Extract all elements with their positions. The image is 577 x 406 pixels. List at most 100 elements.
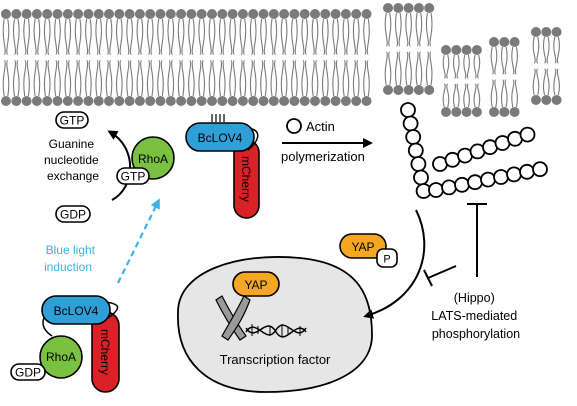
lipid: [21, 9, 32, 106]
actin-bead: [441, 179, 457, 196]
actin-monomer-icon: [286, 118, 302, 134]
lipid: [541, 27, 552, 105]
rhoa-circle-bottom: [39, 335, 83, 379]
actin-bead: [493, 169, 509, 185]
lipid: [551, 27, 562, 105]
lipid: [217, 9, 228, 106]
lipid: [489, 37, 499, 117]
bclov4-capsule-bottom: [41, 295, 111, 325]
yap-nucleus-capsule: [232, 271, 280, 297]
cell-membrane-bilayer: [1, 3, 562, 117]
cytosolic-complex: mCherry BcLOV4 RhoA GDP: [10, 295, 120, 393]
lipid: [155, 9, 166, 106]
gdp-pill-mid: GDP: [55, 205, 91, 223]
lipid: [11, 9, 22, 106]
actin-bead: [402, 115, 419, 132]
lipid: [52, 9, 63, 106]
lipid: [351, 9, 362, 106]
actin-bead: [413, 169, 429, 186]
lats-inhibits-yap-entry: [423, 265, 457, 287]
gdp-label-bottom: GDP: [15, 366, 41, 380]
lipid: [186, 9, 197, 106]
lipid: [461, 45, 472, 117]
lipid: [310, 9, 320, 106]
lats-phosphorylation-label: (Hippo) LATS-mediated phosphorylation: [431, 291, 520, 341]
lipid: [237, 9, 248, 106]
phospho-tag: [376, 248, 398, 268]
actin-bead: [410, 156, 427, 172]
actin-inhibits-lats: [467, 203, 487, 277]
lipid: [124, 9, 135, 106]
lipid: [451, 45, 462, 117]
lipid: [320, 9, 331, 106]
lipid: [268, 9, 279, 106]
bclov4-capsule-top: [185, 122, 255, 152]
lipid: [1, 9, 11, 106]
actin-bead: [405, 129, 422, 145]
lipid: [330, 9, 341, 106]
actin-bead: [532, 161, 548, 178]
transcription-factor-label: Transcription factor: [220, 352, 331, 367]
phospho-label: P: [383, 254, 390, 266]
yap-cyto-label: YAP: [351, 240, 374, 254]
lipid: [93, 9, 104, 106]
gtp-label-bound: GTP: [121, 170, 146, 184]
lipid: [383, 3, 393, 95]
exchange-arrow: [107, 130, 132, 201]
polymerization-label: polymerization: [281, 149, 365, 164]
actin-bead: [400, 102, 416, 118]
lipid: [361, 9, 372, 106]
lipid: [227, 9, 238, 106]
actin-bead: [519, 126, 536, 143]
mcherry-label-top: mCherry: [239, 156, 253, 202]
membrane-bound-complex: mCherry RhoA GTP BcLOV4: [116, 114, 260, 219]
gdp-label-mid: GDP: [60, 208, 86, 222]
lipid: [207, 9, 217, 106]
lipid: [31, 9, 42, 106]
mcherry-label-bottom: mCherry: [98, 329, 112, 375]
actin-to-nucleus-arrow: [363, 209, 426, 319]
lipid: [441, 45, 451, 117]
guanine-exchange-label: Guanine nucleotide exchange: [44, 137, 102, 183]
rhoa-label-bottom: RhoA: [46, 350, 76, 364]
lipid: [499, 37, 510, 117]
actin-bead: [480, 171, 496, 188]
lipid: [134, 9, 145, 106]
lipid: [114, 9, 125, 106]
lipid: [196, 9, 207, 106]
gtp-label-top: GTP: [60, 114, 85, 128]
lipid: [104, 9, 114, 106]
actin-bead: [428, 182, 444, 198]
rhoa-label-top: RhoA: [138, 152, 168, 166]
lipid: [393, 3, 404, 95]
yap-cyto-capsule: [339, 233, 387, 259]
bclov4-label-top: BcLOV4: [198, 131, 243, 145]
gdp-pill-bottom: [10, 363, 46, 381]
actin-label: Actin: [306, 119, 335, 134]
lipid: [165, 9, 176, 106]
lipid: [413, 3, 424, 95]
lipid: [424, 3, 435, 95]
actin-filament: [400, 102, 548, 199]
lipid: [279, 9, 290, 106]
actin-bead: [467, 174, 483, 191]
bclov4-label-bottom: BcLOV4: [54, 304, 99, 318]
lipid: [176, 9, 187, 106]
lipid: [289, 9, 300, 106]
blue-light-label: Blue light induction: [44, 243, 98, 274]
actin-bead: [407, 142, 424, 159]
lipid: [145, 9, 156, 106]
gtp-pill-bound: [116, 167, 150, 185]
lipid: [258, 9, 269, 106]
gtp-pill-top: GTP: [55, 111, 89, 129]
lipid: [471, 45, 482, 117]
lipid: [403, 3, 414, 95]
chromosome-icon: [215, 295, 251, 341]
lipid: [248, 9, 259, 106]
lipid: [509, 37, 520, 117]
actin-bead: [454, 176, 470, 193]
lipid: [62, 9, 73, 106]
actin-bead: [506, 166, 522, 183]
dna-helix-icon: [245, 324, 307, 338]
nucleus: [177, 256, 373, 393]
